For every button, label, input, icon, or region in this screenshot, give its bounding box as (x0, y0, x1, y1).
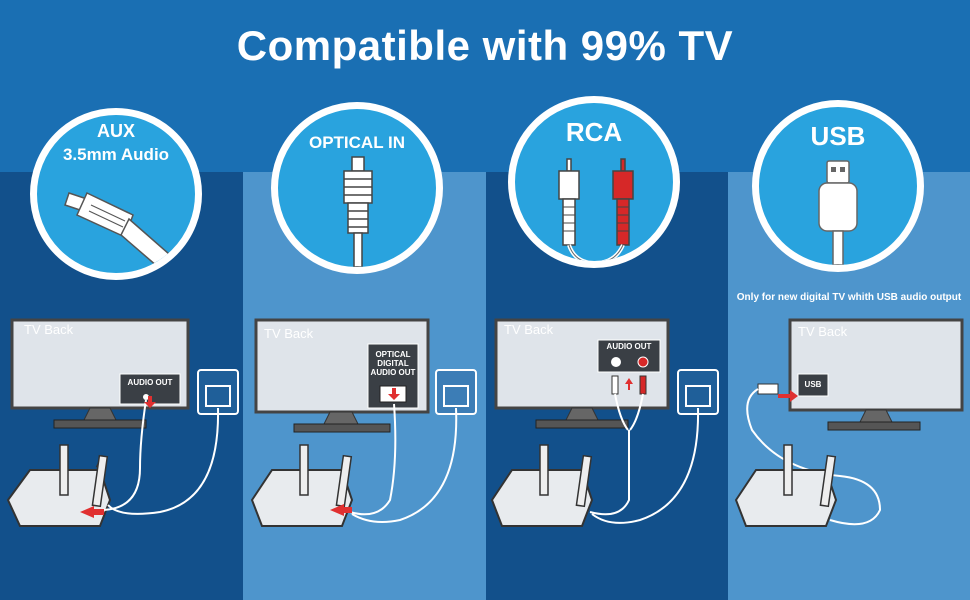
tv-back-label-2: TV Back (264, 326, 314, 341)
rca-port-label: AUDIO OUT (606, 342, 652, 351)
optical-port-label-2: DIGITAL (377, 359, 409, 368)
usb-label: USB (810, 121, 866, 151)
cable-icon (99, 399, 220, 515)
optical-port-label-1: OPTICAL (375, 350, 411, 359)
tv-back-label-4: TV Back (798, 324, 848, 339)
aux-label: AUX (96, 121, 135, 141)
optical-circle: OPTICAL IN (271, 102, 443, 274)
optical-plug-icon (343, 156, 373, 267)
usb-circle: USB (752, 100, 924, 272)
arrow-icons (80, 378, 798, 518)
tv-back-label-3: TV Back (504, 322, 554, 337)
aux-sublabel: 3.5mm Audio (62, 145, 170, 164)
aux-port-label: AUDIO OUT (127, 378, 173, 387)
aux-circle: AUX 3.5mm Audio (30, 108, 202, 280)
usb-port-label: USB (804, 380, 822, 389)
tv-back-label-1: TV Back (24, 322, 74, 337)
tv-icon (10, 318, 190, 429)
rca-plugs-icon (558, 158, 634, 261)
usb-plug-icon (818, 160, 858, 265)
optical-port-label-3: AUDIO OUT (370, 368, 416, 377)
usb-note: Only for new digital TV whith USB audio … (736, 292, 962, 303)
optical-label: OPTICAL IN (308, 133, 406, 152)
rca-circle: RCA (508, 96, 680, 268)
headline: Compatible with 99% TV (236, 22, 734, 69)
rca-label: RCA (565, 117, 623, 147)
wall-socket-icon (197, 369, 239, 415)
aux-plug-icon (64, 191, 179, 273)
